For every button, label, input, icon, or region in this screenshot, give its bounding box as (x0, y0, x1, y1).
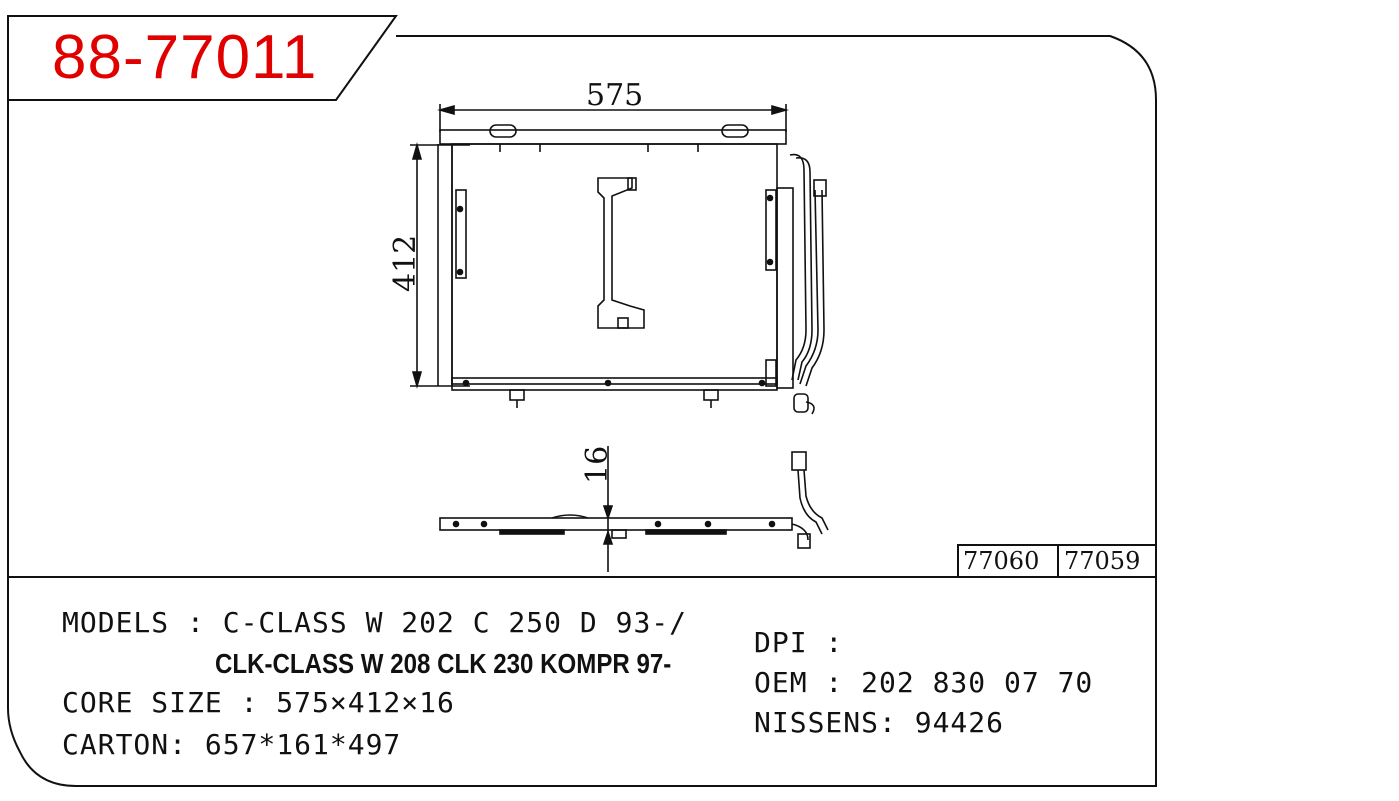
thickness-dimension-label: 16 (580, 445, 615, 484)
dpi-number: DPI : (754, 626, 844, 659)
part-number: 88-77011 (52, 23, 318, 92)
core-size: CORE SIZE : 575×412×16 (62, 686, 455, 719)
condenser-side-view (439, 446, 829, 572)
width-dimension-label: 575 (586, 78, 644, 113)
models-line-2: CLK-CLASS W 208 CLK 230 KOMPR 97- (215, 648, 672, 679)
nissens-number: NISSENS: 94426 (754, 706, 1005, 739)
models-line-1: MODELS : C-CLASS W 202 C 250 D 93-/ (62, 606, 688, 639)
carton-size: CARTON: 657*161*497 (62, 728, 402, 761)
reference-number-2: 77059 (1064, 547, 1141, 575)
ref-box-2 (1057, 544, 1157, 578)
height-dimension-label: 412 (388, 234, 423, 292)
condenser-front-view (410, 104, 827, 415)
oem-number: OEM : 202 830 07 70 (754, 666, 1094, 699)
title-tab (7, 15, 398, 101)
reference-number-1: 77060 (963, 547, 1040, 575)
outer-border (7, 35, 1157, 787)
